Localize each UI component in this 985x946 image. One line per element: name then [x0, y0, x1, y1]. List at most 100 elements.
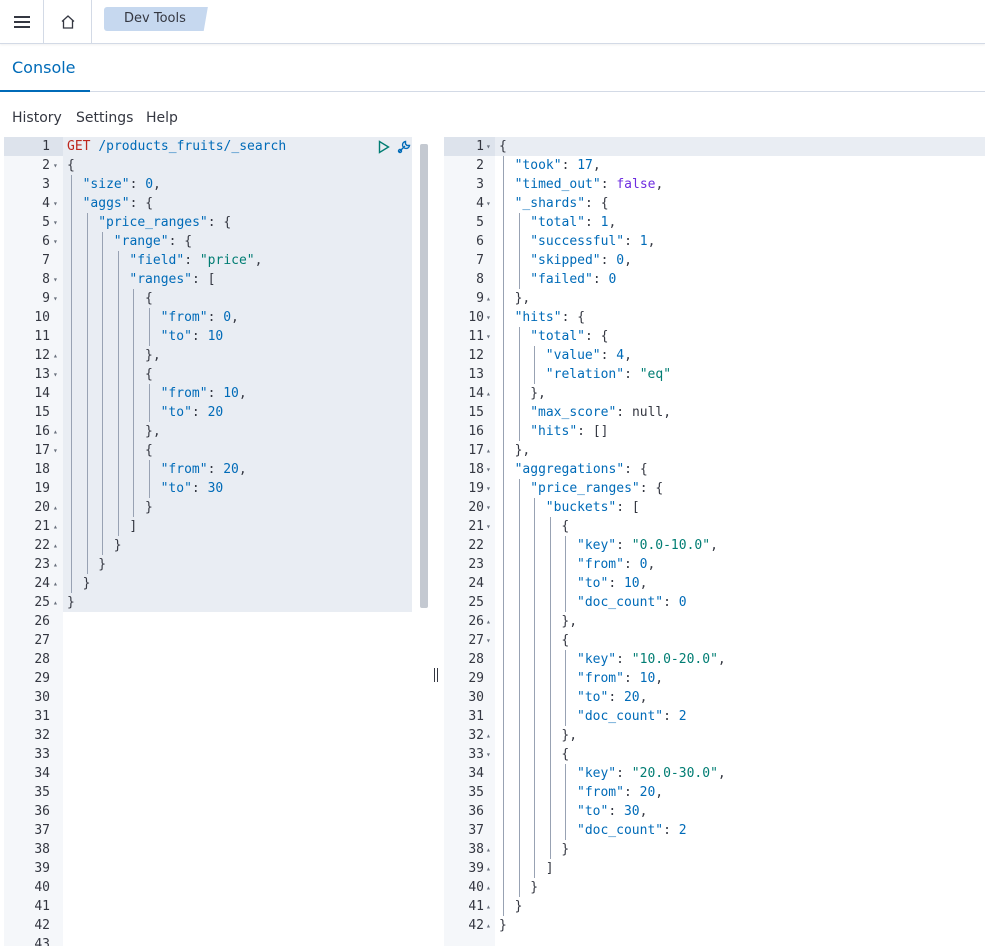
- fold-expand-icon[interactable]: ▴: [486, 446, 491, 455]
- fold-collapse-icon[interactable]: ▾: [486, 636, 491, 645]
- fold-collapse-icon[interactable]: ▾: [53, 237, 58, 246]
- fold-collapse-icon[interactable]: ▾: [53, 370, 58, 379]
- response-code-line: },: [530, 386, 546, 401]
- response-code-line: "hits": {: [514, 310, 586, 325]
- menu-toggle-button[interactable]: [0, 0, 44, 44]
- response-line-number: 28: [468, 652, 484, 667]
- pane-resizer[interactable]: [432, 668, 440, 684]
- fold-expand-icon[interactable]: ▴: [53, 522, 58, 531]
- response-line-number: 14: [468, 386, 484, 401]
- request-line-number: 32: [34, 728, 50, 743]
- request-scrollbar[interactable]: [420, 144, 428, 608]
- fold-collapse-icon[interactable]: ▾: [486, 313, 491, 322]
- fold-collapse-icon[interactable]: ▾: [486, 750, 491, 759]
- fold-expand-icon[interactable]: ▴: [53, 541, 58, 550]
- response-code-line: "doc_count": 2: [577, 709, 687, 724]
- response-code-line: }: [561, 842, 570, 857]
- response-editor[interactable]: 1▾{2"took": 17,3"timed_out": false,4▾"_s…: [444, 137, 985, 946]
- tab-console[interactable]: Console: [12, 58, 76, 77]
- fold-expand-icon[interactable]: ▴: [53, 503, 58, 512]
- fold-expand-icon[interactable]: ▴: [53, 351, 58, 360]
- fold-expand-icon[interactable]: ▴: [486, 864, 491, 873]
- fold-collapse-icon[interactable]: ▾: [486, 503, 491, 512]
- fold-expand-icon[interactable]: ▴: [486, 883, 491, 892]
- send-request-button[interactable]: [378, 140, 390, 154]
- request-line-number: 12: [34, 348, 50, 363]
- indent-guide: [565, 650, 567, 726]
- fold-expand-icon[interactable]: ▴: [486, 902, 491, 911]
- fold-collapse-icon[interactable]: ▾: [53, 275, 58, 284]
- fold-expand-icon[interactable]: ▴: [53, 560, 58, 569]
- menu-settings[interactable]: Settings: [76, 110, 134, 126]
- response-line-number: 18: [468, 462, 484, 477]
- request-code-line: "price_ranges": {: [98, 215, 232, 230]
- request-code-line: {: [145, 367, 153, 382]
- response-line-number: 20: [468, 500, 484, 515]
- request-code-line: "range": {: [113, 234, 193, 249]
- response-line-number: 26: [468, 614, 484, 629]
- response-code-line: "total": {: [530, 329, 609, 344]
- fold-collapse-icon[interactable]: ▾: [53, 161, 58, 170]
- fold-collapse-icon[interactable]: ▾: [486, 522, 491, 531]
- fold-expand-icon[interactable]: ▴: [486, 389, 491, 398]
- request-code-line: {: [145, 291, 153, 306]
- request-active-line: [4, 137, 63, 156]
- response-code-line: "price_ranges": {: [530, 481, 664, 496]
- fold-collapse-icon[interactable]: ▾: [486, 484, 491, 493]
- fold-collapse-icon[interactable]: ▾: [53, 294, 58, 303]
- fold-expand-icon[interactable]: ▴: [53, 579, 58, 588]
- response-gutter: [444, 137, 495, 946]
- fold-expand-icon[interactable]: ▴: [486, 617, 491, 626]
- request-line-number: 6: [42, 234, 50, 249]
- response-code-line: "from": 20,: [577, 785, 664, 800]
- request-line-number: 20: [34, 500, 50, 515]
- fold-expand-icon[interactable]: ▴: [486, 294, 491, 303]
- fold-collapse-icon[interactable]: ▾: [53, 199, 58, 208]
- indent-guide: [149, 384, 150, 422]
- fold-expand-icon[interactable]: ▴: [486, 731, 491, 740]
- indent-guide: [534, 498, 536, 878]
- breadcrumb-dev-tools[interactable]: Dev Tools: [104, 7, 208, 31]
- fold-collapse-icon[interactable]: ▾: [53, 446, 58, 455]
- fold-expand-icon[interactable]: ▴: [53, 427, 58, 436]
- fold-collapse-icon[interactable]: ▾: [486, 199, 491, 208]
- home-icon: [61, 15, 74, 29]
- request-options-button[interactable]: [396, 139, 412, 155]
- fold-collapse-icon[interactable]: ▾: [486, 142, 491, 151]
- request-code-line: "size": 0,: [82, 177, 161, 192]
- request-gutter: [4, 137, 63, 946]
- request-line-number: 39: [34, 861, 50, 876]
- response-line-number: 36: [468, 804, 484, 819]
- response-active-line: [495, 137, 985, 156]
- response-line-number: 41: [468, 899, 484, 914]
- request-line-number: 7: [42, 253, 50, 268]
- indent-guide: [518, 213, 520, 289]
- response-line-number: 40: [468, 880, 484, 895]
- fold-collapse-icon[interactable]: ▾: [486, 465, 491, 474]
- menu-help[interactable]: Help: [146, 110, 178, 126]
- home-button[interactable]: [44, 0, 92, 44]
- request-line-number: 42: [34, 918, 50, 933]
- fold-collapse-icon[interactable]: ▾: [53, 218, 58, 227]
- request-actions: [378, 138, 412, 156]
- indent-guide: [503, 156, 504, 916]
- indent-guide: [549, 517, 551, 859]
- response-code-area[interactable]: [495, 137, 985, 946]
- fold-collapse-icon[interactable]: ▾: [486, 332, 491, 341]
- response-line-number: 42: [468, 918, 484, 933]
- fold-expand-icon[interactable]: ▴: [486, 921, 491, 930]
- response-line-number: 25: [468, 595, 484, 610]
- request-line-number: 29: [34, 671, 50, 686]
- response-code-line: "from": 0,: [577, 557, 656, 572]
- fold-expand-icon[interactable]: ▴: [53, 598, 58, 607]
- request-line-number: 19: [34, 481, 50, 496]
- request-line-number: 33: [34, 747, 50, 762]
- fold-expand-icon[interactable]: ▴: [486, 845, 491, 854]
- response-line-number: 17: [468, 443, 484, 458]
- top-header: Dev Tools: [0, 0, 985, 44]
- request-line-number: 35: [34, 785, 50, 800]
- request-selection-highlight: [63, 137, 412, 612]
- menu-history[interactable]: History: [12, 110, 62, 126]
- request-code-line: {: [145, 443, 153, 458]
